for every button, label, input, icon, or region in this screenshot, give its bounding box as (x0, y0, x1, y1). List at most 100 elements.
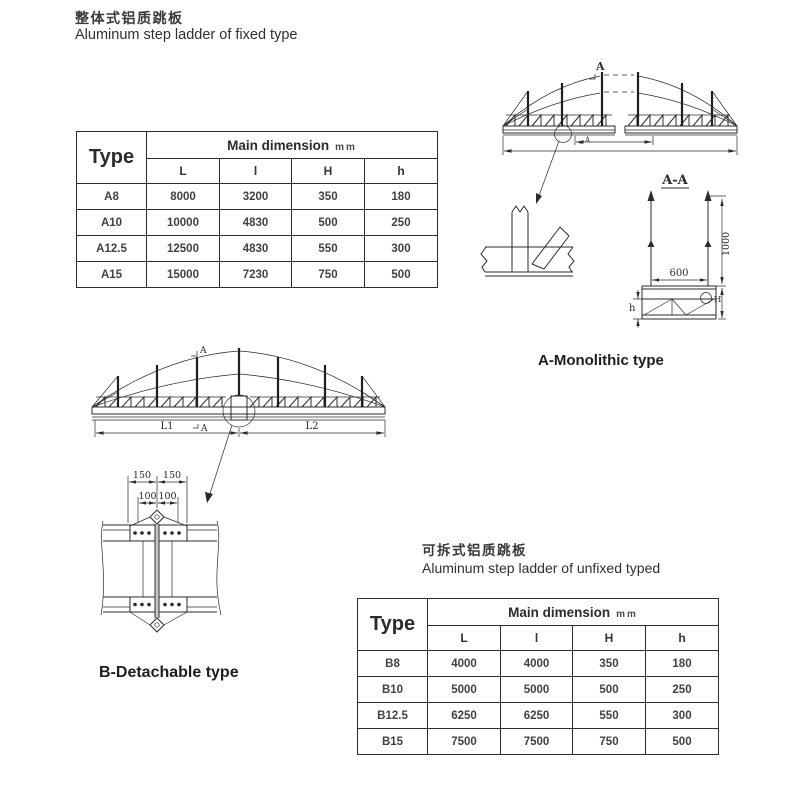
dimension-lines (502, 136, 738, 155)
section-cut-mark: A A (191, 346, 208, 434)
table-cell: 4000 (500, 650, 573, 677)
table-cell: B8 (357, 650, 428, 677)
main-dimension-label: Main dimension (508, 604, 611, 620)
table-cell: 4000 (427, 650, 501, 677)
table-cell: 300 (645, 702, 719, 729)
table-cell: 5000 (427, 676, 501, 703)
section-view-label: A-A (661, 173, 688, 188)
table-subheader-row: L l H h (358, 625, 719, 651)
table-cell: 15000 (146, 261, 220, 288)
table-cell: 250 (645, 676, 719, 703)
dim-1000-label: 1000 (721, 232, 732, 256)
table-cell: 10000 (146, 209, 220, 236)
table-cell: 500 (572, 676, 646, 703)
handrail (502, 72, 738, 127)
unit-label: mm (335, 141, 357, 153)
dimension-lines: 150 150 100 100 (127, 470, 188, 523)
table-cell: 250 (364, 209, 438, 236)
table-cell: A10 (76, 209, 147, 236)
platform-base: H (641, 285, 721, 320)
dim-150-label: 150 (163, 470, 181, 481)
table-row: B10 5000 5000 500 250 (357, 676, 719, 703)
dim-h: h (629, 288, 726, 328)
diagonal-brace (531, 226, 570, 270)
table-cell: 7500 (427, 728, 501, 755)
drawing-gangway-side-view: A A (502, 60, 738, 204)
col-header-L: L (427, 625, 501, 651)
table-cell: 180 (364, 183, 438, 210)
unfixed-type-table: Type Main dimension mm L l H h B8 4000 40… (357, 598, 719, 755)
col-header-l: l (500, 625, 573, 651)
table-cell: 550 (572, 702, 646, 729)
monolithic-type-label: A-Monolithic type (538, 352, 664, 369)
table-cell: B15 (357, 728, 428, 755)
table-cell: 6250 (427, 702, 501, 729)
table-cell: 180 (645, 650, 719, 677)
table-cell: 750 (291, 261, 365, 288)
unfixed-section-title-en: Aluminum step ladder of unfixed typed (422, 560, 661, 576)
drawing-section-aa: A-A 1000 600 H (629, 173, 732, 328)
table-row: B8 4000 4000 350 180 (357, 650, 719, 677)
table-header-row: Type Main dimension mm (357, 598, 719, 651)
drawing-joint-detail: 150 150 100 100 (100, 470, 222, 633)
type-header-cell: Type (76, 131, 147, 184)
table-cell: A12.5 (76, 235, 147, 262)
table-cell: 350 (572, 650, 646, 677)
table-row: A10 10000 4830 500 250 (76, 209, 438, 236)
section-mark-label: A (200, 424, 208, 434)
unfixed-section-title-zh: 可拆式铝质跳板 (422, 543, 527, 558)
table-cell: 7500 (500, 728, 573, 755)
center-bolt-rod (142, 524, 173, 618)
table-cell: B12.5 (357, 702, 428, 729)
deck-truss (91, 395, 386, 421)
dim-150-label: 150 (133, 470, 151, 481)
drawing-gangway-full-view: A A L1 L2 (91, 346, 386, 503)
fixed-section-title-zh: 整体式铝质跳板 (75, 10, 184, 26)
table-cell: 4830 (219, 235, 292, 262)
dim-100-label: 100 (138, 491, 156, 502)
dim-L1-label: L1 (160, 421, 173, 432)
dim-L2-label: L2 (305, 421, 318, 432)
section-title: A-A (661, 173, 689, 189)
table-cell: 6250 (500, 702, 573, 729)
detachable-type-label: B-Detachable type (99, 664, 239, 681)
table-cell: 7230 (219, 261, 292, 288)
table-cell: B10 (357, 676, 428, 703)
table-cell: 8000 (146, 183, 220, 210)
table-row: A8 8000 3200 350 180 (76, 183, 438, 210)
table-subheader-row: L l H h (77, 158, 438, 184)
dim-1000: 1000 (710, 195, 732, 287)
dim-H-label: H (714, 295, 721, 305)
col-header-L: L (146, 158, 220, 184)
type-header-cell: Type (357, 598, 428, 651)
dimension-lines: L1 L2 (94, 420, 386, 437)
table-cell: 5000 (500, 676, 573, 703)
table-row: A12.5 12500 4830 550 300 (76, 235, 438, 262)
table-cell: 300 (364, 235, 438, 262)
table-cell: 12500 (146, 235, 220, 262)
table-row: B15 7500 7500 750 500 (357, 728, 719, 755)
dim-600: 600 (652, 268, 707, 282)
detail-callout (536, 125, 572, 204)
dim-100-label: 100 (158, 491, 176, 502)
main-dimension-header-cell: Main dimension mm (427, 598, 719, 626)
table-cell: 500 (291, 209, 365, 236)
deck-truss (502, 113, 738, 136)
center-joint-callout (205, 394, 256, 503)
handrail (91, 348, 386, 408)
drawing-weld-detail (480, 205, 575, 277)
plank-bands (100, 520, 222, 616)
table-cell: 500 (645, 728, 719, 755)
dim-h-label: h (629, 303, 636, 314)
table-cell: A8 (76, 183, 147, 210)
unit-label: mm (616, 608, 638, 620)
table-row: B12.5 6250 6250 550 300 (357, 702, 719, 729)
table-cell: 750 (572, 728, 646, 755)
plank (480, 246, 575, 277)
col-header-h: h (364, 158, 438, 184)
fixed-section-title-en: Aluminum step ladder of fixed type (75, 27, 298, 43)
